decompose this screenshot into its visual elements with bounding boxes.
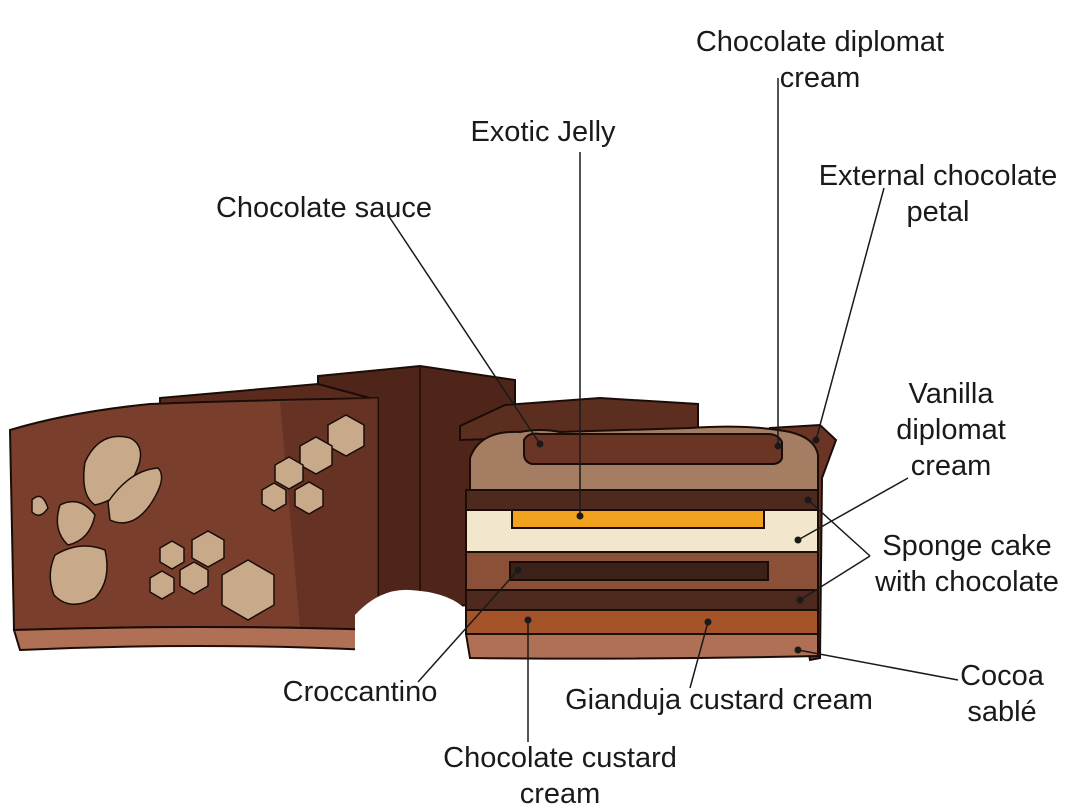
label-line: sablé — [967, 696, 1037, 728]
bee-decoration — [31, 435, 163, 605]
label-vanilla-diplomat-cream: Vanilla diplomat cream — [880, 376, 1022, 484]
label-croccantino: Croccantino — [262, 674, 458, 710]
label-line: diplomat — [896, 414, 1006, 446]
leader-vanilla-diplomat-cream — [797, 477, 909, 541]
leader-lines — [387, 78, 959, 742]
exotic-jelly-layer — [511, 509, 765, 529]
leader-sponge-cake-top — [807, 499, 871, 557]
label-line: Sponge cake — [882, 530, 1052, 562]
label-line: Vanilla — [908, 378, 994, 410]
label-line: Gianduja custard cream — [565, 684, 873, 716]
sponge-layer-bottom — [465, 589, 819, 611]
label-line: with chocolate — [875, 566, 1059, 598]
gianduja-custard-layer — [465, 609, 819, 635]
hexagon-decorations — [149, 414, 365, 621]
croccantino-layer — [509, 561, 769, 581]
label-chocolate-diplomat-cream: Chocolate diplomat cream — [672, 24, 968, 96]
leader-endpoints — [514, 436, 820, 654]
label-line: Chocolate sauce — [215, 192, 433, 224]
label-external-chocolate-petal: External chocolate petal — [800, 158, 1076, 230]
label-exotic-jelly: Exotic Jelly — [450, 114, 636, 150]
label-line: Exotic Jelly — [470, 116, 616, 148]
label-line: Chocolate diplomat — [695, 26, 945, 58]
label-chocolate-custard-cream: Chocolate custard cream — [420, 740, 700, 809]
label-line: cream — [910, 450, 992, 482]
label-chocolate-sauce: Chocolate sauce — [196, 190, 452, 226]
label-sponge-cake: Sponge cake with chocolate — [860, 528, 1074, 600]
label-cocoa-sable: Cocoa sablé — [940, 658, 1064, 730]
cocoa-sable-left — [12, 626, 380, 652]
label-line: Chocolate custard — [443, 742, 677, 774]
label-line: External chocolate — [818, 160, 1058, 192]
leader-croccantino — [417, 569, 519, 683]
label-line: petal — [906, 196, 970, 228]
leader-sponge-cake-bottom — [799, 555, 871, 601]
sponge-layer-top — [465, 489, 819, 511]
cake-cutout-hole — [355, 589, 462, 652]
cocoa-sable-layer — [464, 633, 819, 660]
label-line: Croccantino — [282, 676, 438, 708]
label-line: Cocoa — [960, 660, 1044, 692]
leader-external-petal — [815, 187, 885, 441]
label-line: cream — [779, 62, 861, 94]
chocolate-sauce-pool — [523, 432, 783, 465]
label-line: cream — [519, 778, 601, 809]
leader-gianduja-custard — [689, 621, 709, 689]
leader-chocolate-sauce — [387, 214, 541, 445]
label-gianduja-custard-cream: Gianduja custard cream — [538, 682, 900, 718]
leader-cocoa-sable — [797, 649, 959, 681]
